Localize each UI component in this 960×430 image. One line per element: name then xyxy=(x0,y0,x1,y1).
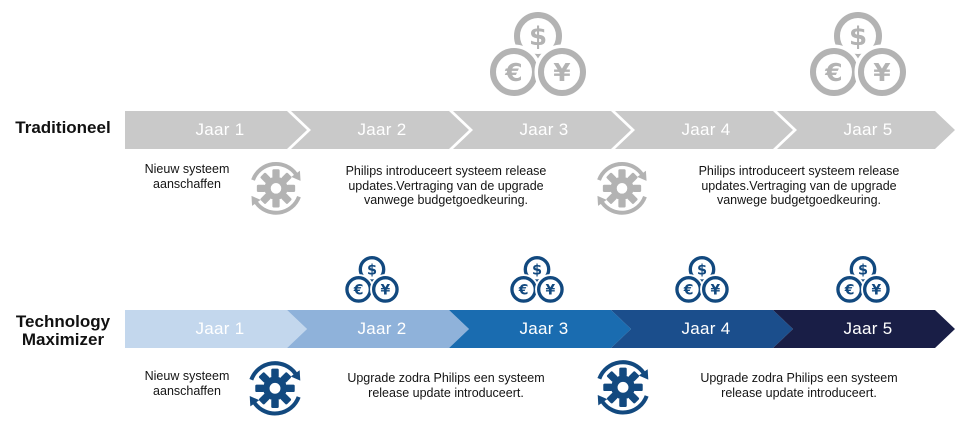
traditional-segment-jaar-2: Jaar 2 xyxy=(291,111,469,149)
year-label: Jaar 3 xyxy=(519,319,569,338)
maximizer-new-system-note: Nieuw systeem aanschaffen xyxy=(144,369,230,398)
maximizer-upgrade-note-2: Upgrade zodra Philips een systeem releas… xyxy=(700,371,898,400)
year-label: Jaar 4 xyxy=(681,319,731,338)
maximizer-upgrade-note-1: Upgrade zodra Philips een systeem releas… xyxy=(347,371,545,400)
year-label: Jaar 4 xyxy=(681,120,731,139)
maximizer-segment-jaar-2: Jaar 2 xyxy=(287,310,469,348)
currency-coins-icon xyxy=(509,256,565,305)
traditional-segment-jaar-3: Jaar 3 xyxy=(453,111,631,149)
year-label: Jaar 1 xyxy=(195,120,245,139)
currency-coins-icon xyxy=(344,256,400,305)
maximizer-segment-jaar-3: Jaar 3 xyxy=(449,310,631,348)
gear-sync-icon xyxy=(243,156,309,222)
traditional-release-note-2: Philips introduceert systeem release upd… xyxy=(698,164,900,207)
gear-sync-icon xyxy=(589,156,655,222)
maximizer-segment-jaar-5: Jaar 5 xyxy=(773,310,955,348)
traditional-segment-jaar-4: Jaar 4 xyxy=(615,111,793,149)
maximizer-row-label: Technology Maximizer xyxy=(15,312,111,349)
currency-coins-icon xyxy=(808,12,908,100)
year-label: Jaar 5 xyxy=(843,120,893,139)
currency-coins-icon xyxy=(674,256,730,305)
year-label: Jaar 3 xyxy=(519,120,569,139)
year-label: Jaar 5 xyxy=(843,319,893,338)
traditional-segment-jaar-5: Jaar 5 xyxy=(777,111,955,149)
maximizer-segment-jaar-4: Jaar 4 xyxy=(611,310,793,348)
year-label: Jaar 1 xyxy=(195,319,245,338)
currency-coins-icon xyxy=(488,12,588,100)
traditional-new-system-note: Nieuw systeem aanschaffen xyxy=(144,162,230,191)
traditional-row-label: Traditioneel xyxy=(15,118,111,137)
currency-coins-icon xyxy=(835,256,891,305)
maximizer-segment-jaar-1: Jaar 1 xyxy=(125,310,307,348)
traditional-segment-jaar-1: Jaar 1 xyxy=(125,111,307,149)
gear-sync-icon xyxy=(241,355,309,423)
year-label: Jaar 2 xyxy=(357,120,407,139)
traditional-release-note-1: Philips introduceert systeem release upd… xyxy=(345,164,547,207)
gear-sync-icon xyxy=(589,354,657,422)
year-label: Jaar 2 xyxy=(357,319,407,338)
